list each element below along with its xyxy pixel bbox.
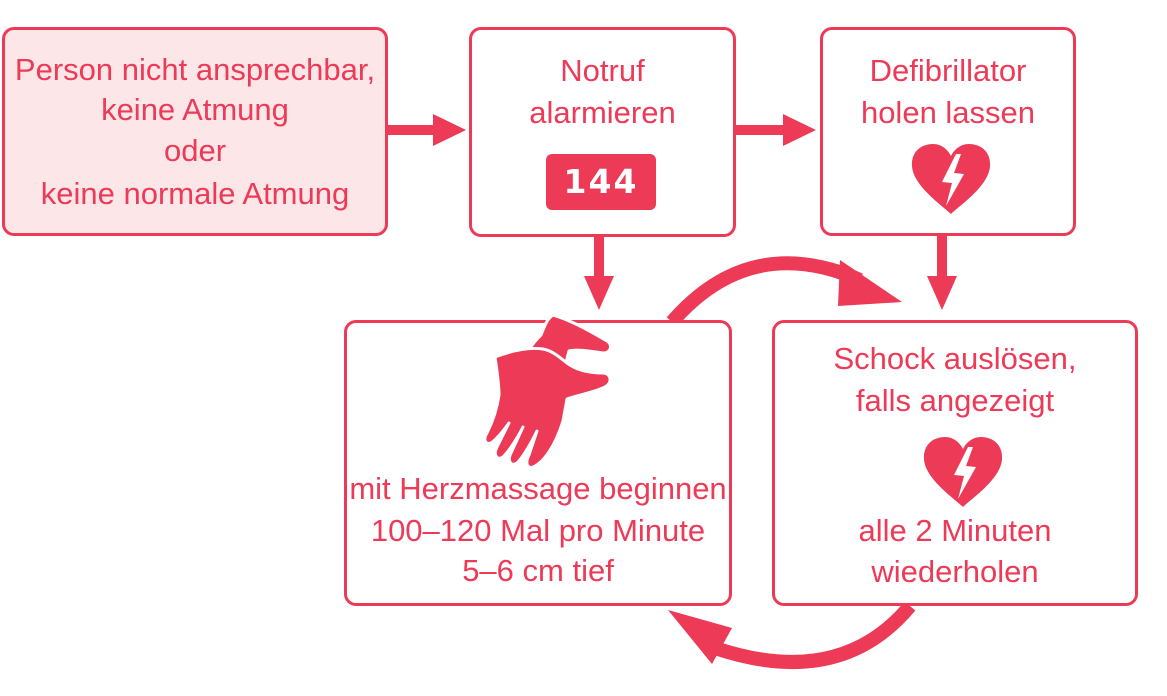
massage-line-1: mit Herzmassage beginnen [349, 471, 727, 506]
arrow-start-to-alarm [387, 114, 466, 146]
arrow-defibrillator-to-shock [927, 236, 957, 310]
shock-line-3: alle 2 Minuten [858, 513, 1052, 548]
step-defibrillator-box: Defibrillator holen lassen [820, 27, 1076, 236]
defibrillator-line-2: holen lassen [860, 95, 1036, 130]
step-alarm-box: Notruf alarmieren 144 [469, 27, 736, 237]
defibrillator-line-1: Defibrillator [869, 53, 1027, 88]
start-line-4: keine normale Atmung [40, 176, 350, 211]
shock-line-1: Schock auslösen, [833, 341, 1077, 376]
start-line-2: keine Atmung [101, 92, 289, 127]
massage-line-2: 100–120 Mal pro Minute [370, 513, 706, 548]
broken-heart-lightning-icon [923, 437, 1003, 507]
broken-heart-lightning-icon [911, 144, 991, 214]
start-line-1: Person nicht ansprechbar, [14, 52, 376, 87]
alarm-line-2: alarmieren [529, 95, 676, 130]
step-shock-box: Schock auslösen, falls angezeigt alle 2 … [772, 320, 1138, 606]
cpr-hands-icon [483, 313, 612, 469]
shock-line-4: wiederholen [871, 554, 1039, 589]
emergency-number-badge: 144 [546, 154, 656, 210]
shock-line-2: falls angezeigt [855, 383, 1055, 418]
step-start-box: Person nicht ansprechbar, keine Atmung o… [2, 27, 388, 236]
massage-line-3: 5–6 cm tief [462, 553, 614, 588]
step-massage-box: mit Herzmassage beginnen 100–120 Mal pro… [344, 313, 732, 606]
arrow-cycle-massage-to-shock [666, 256, 902, 327]
arrow-cycle-shock-to-massage [668, 601, 916, 669]
arrow-alarm-to-defibrillator [735, 114, 816, 146]
arrow-alarm-to-massage [584, 236, 614, 310]
start-line-3: oder [163, 133, 227, 168]
alarm-line-1: Notruf [560, 53, 645, 88]
